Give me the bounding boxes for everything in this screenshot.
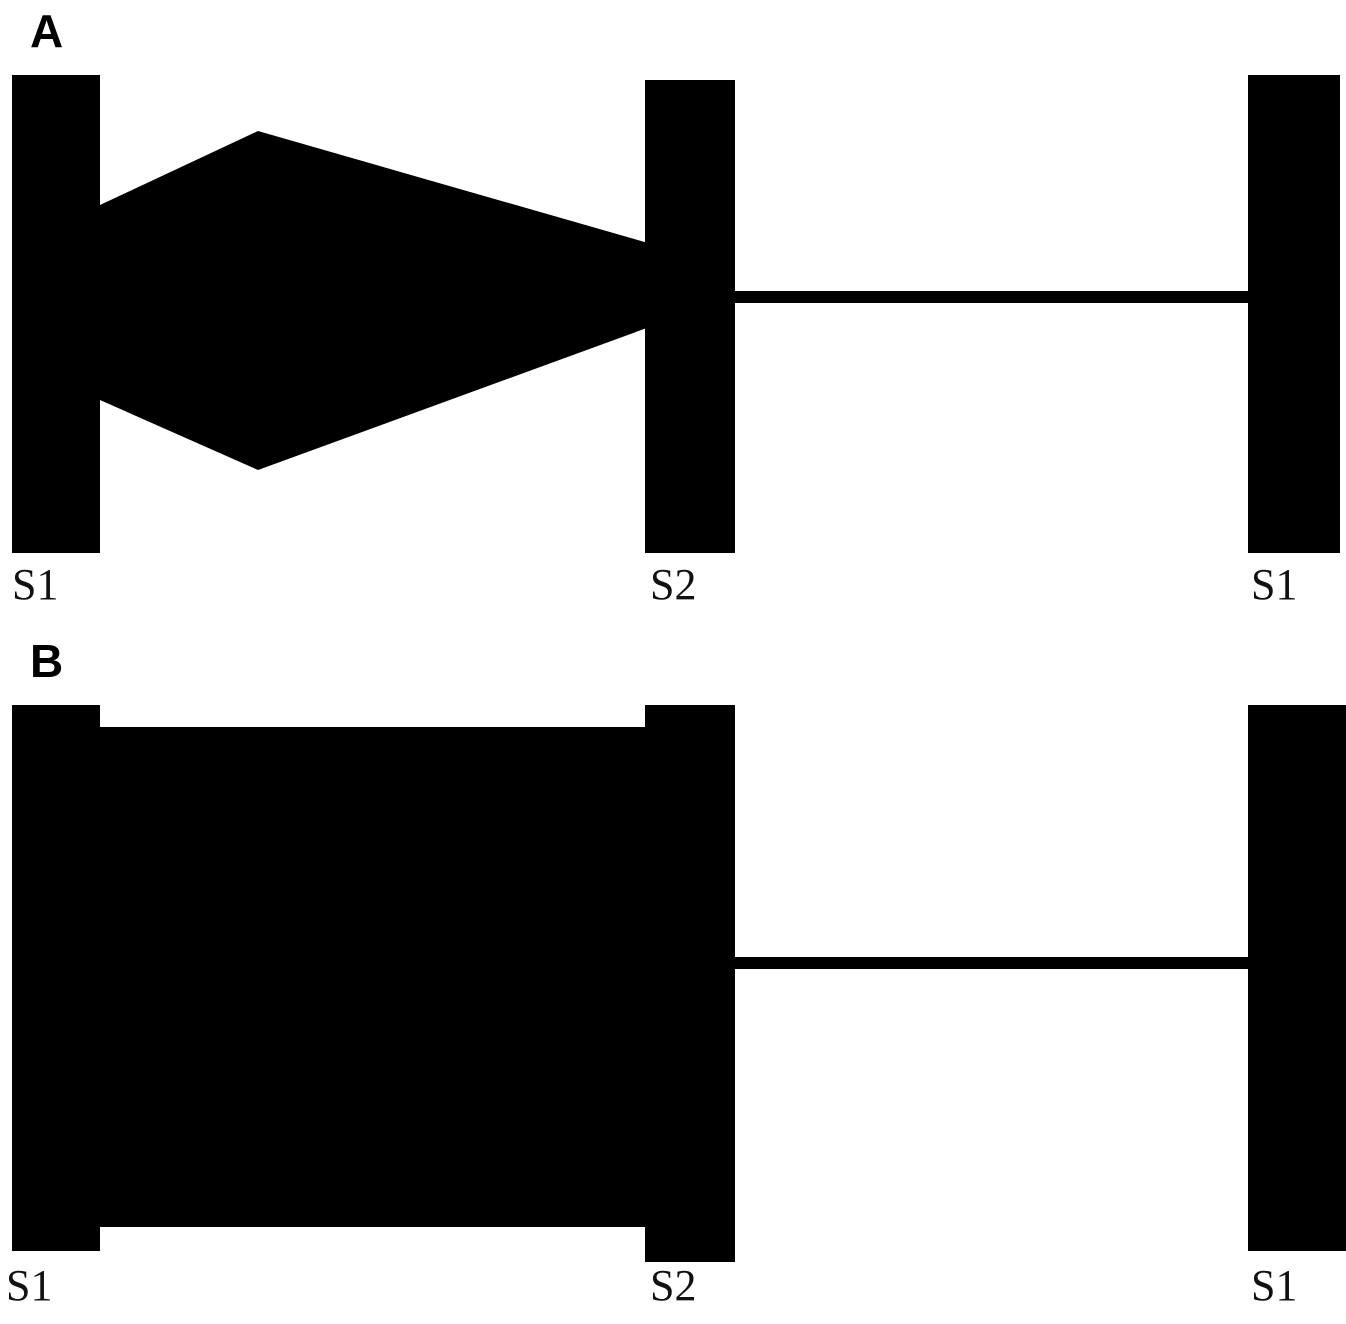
panel-b-flow-s1-to-s2 (95, 727, 655, 1227)
panel-b-label-s1-left: S1 (6, 1261, 53, 1310)
panel-a-flow-s2-to-s1 (733, 291, 1252, 303)
panel-a: A S1 S2 S1 (0, 0, 1346, 620)
panel-a-node-s1-right[interactable] (1248, 75, 1340, 553)
panel-a-flow-s1-to-s2 (100, 131, 655, 470)
panel-b-node-s2-middle[interactable] (645, 705, 735, 1262)
panel-b-label-s2-middle: S2 (650, 1261, 697, 1310)
panel-a-label-s1-right: S1 (1251, 560, 1298, 609)
panel-b-label-s1-right: S1 (1251, 1261, 1298, 1310)
panel-b: B S1 S2 S1 (0, 620, 1346, 1324)
panel-a-node-s2-middle[interactable] (645, 80, 735, 553)
panel-a-label-s2-middle: S2 (650, 560, 697, 609)
panel-letter-b: B (30, 635, 64, 687)
panel-a-sankey-canvas (12, 75, 1340, 553)
panel-b-node-s1-right[interactable] (1248, 705, 1346, 1251)
panel-a-label-s1-left: S1 (12, 560, 59, 609)
panel-b-flow-s2-to-s1 (733, 957, 1252, 969)
panel-b-sankey-canvas (12, 705, 1346, 1262)
panel-b-node-s1-left[interactable] (12, 705, 100, 1251)
panel-a-node-s1-left[interactable] (12, 75, 100, 553)
panel-letter-a: A (30, 5, 64, 57)
